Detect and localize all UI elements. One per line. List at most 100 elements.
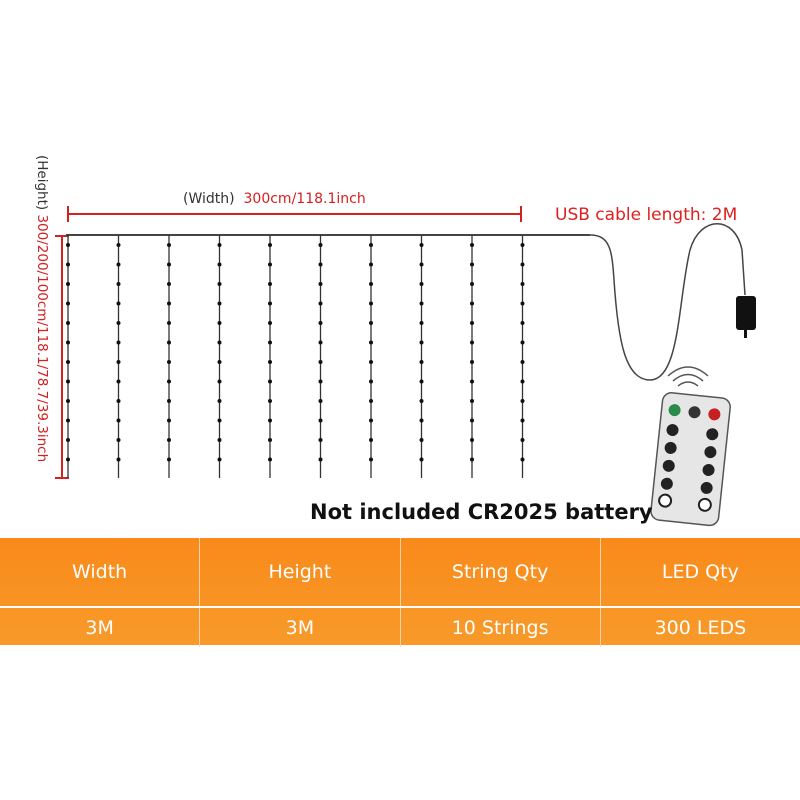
height-value: 300/200/100cm/118.1/78.7/39.3inch — [34, 214, 50, 463]
led-bulb — [318, 438, 323, 442]
led-bulb — [66, 379, 70, 384]
led-bulb — [520, 301, 525, 306]
header-led-qty: LED Qty — [599, 538, 800, 606]
led-bulb — [369, 457, 373, 462]
height-dimension-bar — [55, 235, 69, 479]
led-bulb — [116, 457, 121, 462]
led-bulb — [520, 340, 525, 345]
led-bulb — [167, 282, 171, 286]
led-bulb — [167, 243, 171, 247]
led-bulb — [116, 340, 121, 345]
led-bulb — [217, 321, 222, 325]
spec-value-row: 3M 3M 10 Strings 300 LEDS — [0, 606, 800, 647]
led-bulb — [369, 262, 373, 267]
led-bulb — [419, 321, 424, 325]
led-bulb — [116, 243, 121, 247]
led-bulb — [217, 379, 222, 384]
led-bulb — [369, 340, 373, 345]
led-bulb — [470, 282, 474, 286]
spec-table: Width Height String Qty LED Qty 3M 3M 10… — [0, 538, 800, 647]
led-bulb — [66, 418, 70, 423]
led-bulb — [520, 418, 525, 423]
led-bulb — [369, 301, 373, 306]
led-bulb — [520, 379, 525, 384]
led-bulb — [116, 321, 121, 325]
header-width: Width — [72, 561, 128, 583]
led-bulb — [66, 457, 70, 462]
led-bulb — [167, 418, 171, 423]
led-bulb — [217, 243, 222, 247]
led-bulb — [116, 418, 121, 423]
led-bulb — [66, 282, 70, 286]
led-bulb — [369, 282, 373, 286]
led-bulb — [116, 379, 121, 384]
led-bulb — [318, 321, 323, 325]
spec-header-row: Width Height String Qty LED Qty — [0, 538, 800, 606]
led-bulb — [268, 243, 272, 247]
led-bulb — [470, 243, 474, 247]
header-height: Height — [199, 538, 399, 606]
led-bulb — [116, 360, 121, 364]
led-bulb — [419, 243, 424, 247]
led-bulb — [66, 340, 70, 345]
led-bulb — [520, 282, 525, 286]
led-bulb — [419, 282, 424, 286]
led-bulb — [369, 399, 373, 403]
led-bulb — [520, 360, 525, 364]
led-bulb — [116, 399, 121, 403]
led-bulb — [217, 360, 222, 364]
width-dimension-label: (Width) 300cm/118.1inch — [183, 191, 366, 207]
usb-plug-icon — [736, 296, 756, 338]
led-bulb — [66, 301, 70, 306]
led-bulb — [268, 457, 272, 462]
led-bulb — [217, 340, 222, 345]
led-bulb — [419, 301, 424, 306]
led-bulb — [470, 262, 474, 267]
led-bulb — [369, 379, 373, 384]
led-bulb — [217, 438, 222, 442]
led-bulb — [318, 340, 323, 345]
led-bulb — [369, 321, 373, 325]
led-bulb — [520, 457, 525, 462]
led-bulb — [470, 457, 474, 462]
led-bulb — [66, 321, 70, 325]
led-bulb — [318, 243, 323, 247]
led-bulb — [268, 321, 272, 325]
height-prefix: (Height) — [34, 155, 50, 211]
led-bulb — [470, 340, 474, 345]
led-bulb — [419, 457, 424, 462]
led-bulb — [217, 457, 222, 462]
led-bulb — [470, 399, 474, 403]
led-bulb — [116, 301, 121, 306]
led-bulb — [167, 457, 171, 462]
led-bulb — [167, 340, 171, 345]
height-dimension-label: (Height) 300/200/100cm/118.1/78.7/39.3in… — [22, 155, 50, 505]
battery-note: Not included CR2025 battery — [310, 500, 653, 524]
usb-cable-label: USB cable length: 2M — [555, 205, 738, 225]
usb-cable — [589, 223, 746, 381]
led-bulb — [167, 379, 171, 384]
led-bulb — [217, 418, 222, 423]
led-bulb — [419, 340, 424, 345]
led-bulb — [318, 282, 323, 286]
led-bulb — [318, 379, 323, 384]
led-bulb — [369, 243, 373, 247]
led-bulb — [520, 262, 525, 267]
led-bulb — [470, 438, 474, 442]
led-bulb — [520, 243, 525, 247]
led-bulb — [217, 282, 222, 286]
led-bulb — [318, 399, 323, 403]
led-bulb — [268, 340, 272, 345]
led-bulb — [167, 360, 171, 364]
led-bulb — [116, 282, 121, 286]
remote-control-icon — [650, 392, 731, 527]
led-bulb — [419, 379, 424, 384]
led-bulb — [419, 399, 424, 403]
led-bulb — [520, 438, 525, 442]
led-bulb — [268, 418, 272, 423]
led-bulb — [167, 301, 171, 306]
light-strings — [66, 235, 525, 478]
led-bulb — [66, 399, 70, 403]
led-bulb — [66, 360, 70, 364]
curtain-light-illustration — [55, 206, 756, 527]
